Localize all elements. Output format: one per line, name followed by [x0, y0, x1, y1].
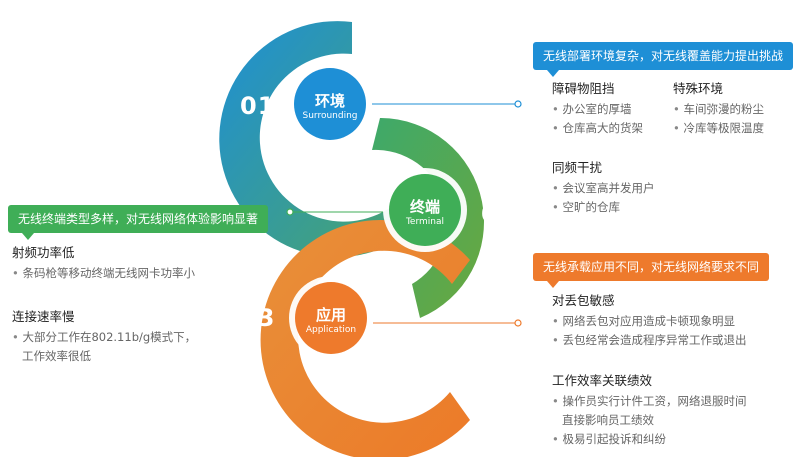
circle-title-en: Surrounding — [302, 111, 358, 121]
group-title: 工作效率关联绩效 — [552, 373, 653, 388]
list-item: 直接影响员工绩效 — [562, 413, 654, 427]
ring-01 — [219, 21, 410, 258]
list-item: 车间弥漫的粉尘 — [673, 100, 764, 119]
group-title: 障碍物阻挡 — [552, 81, 615, 96]
group-special-env: 特殊环境 车间弥漫的粉尘 冷库等极限温度 — [673, 78, 764, 138]
circle-03 — [295, 282, 367, 354]
group-low-rf-power: 射频功率低 条码枪等移动终端无线网卡功率小 — [12, 242, 195, 283]
list-item: 丢包经常会造成程序异常工作或退出 — [552, 331, 746, 350]
group-slow-link: 连接速率慢 大部分工作在802.11b/g模式下， 工作效率很低 — [12, 306, 196, 366]
circle-01 — [294, 68, 366, 140]
group-obstacles: 障碍物阻挡 办公室的厚墙 仓库高大的货架 — [552, 78, 643, 138]
list-item: 仓库高大的货架 — [552, 119, 643, 138]
group-title: 连接速率慢 — [12, 309, 75, 324]
list-item: 办公室的厚墙 — [552, 100, 643, 119]
list-item: 空旷的仓库 — [552, 198, 654, 217]
circle-label-03: 应用 Application — [286, 306, 376, 336]
callout-02: 无线终端类型多样，对无线网络体验影响显著 — [8, 205, 269, 240]
list-item: 冷库等极限温度 — [673, 119, 764, 138]
callout-01: 无线部署环境复杂，对无线覆盖能力提出挑战 — [533, 42, 794, 77]
circle-title-zh: 终端 — [409, 198, 440, 216]
callout-03: 无线承载应用不同，对无线网络要求不同 — [533, 253, 770, 288]
list-item: 极易引起投诉和纠纷 — [552, 430, 746, 449]
section-number-03: 03 — [240, 304, 276, 332]
ring-03 — [260, 220, 470, 457]
circle-title-en: Application — [305, 325, 357, 335]
list-item: 大部分工作在802.11b/g模式下， — [12, 328, 196, 347]
list-item: 条码枪等移动终端无线网卡功率小 — [12, 264, 195, 283]
group-title: 同频干扰 — [552, 160, 603, 175]
circle-title-en: Terminal — [405, 217, 445, 227]
list-item: 工作效率很低 — [22, 349, 91, 363]
circle-label-01: 环境 Surrounding — [285, 92, 375, 122]
circle-label-02: 终端 Terminal — [380, 198, 470, 228]
list-item: 会议室高并发用户 — [552, 179, 654, 198]
group-co-channel: 同频干扰 会议室高并发用户 空旷的仓库 — [552, 157, 654, 217]
group-efficiency-kpi: 工作效率关联绩效 操作员实行计件工资，网络退服时间 直接影响员工绩效 极易引起投… — [552, 370, 746, 449]
circle-02 — [389, 174, 461, 246]
group-title: 对丢包敏感 — [552, 293, 615, 308]
group-title: 特殊环境 — [673, 81, 724, 96]
section-number-02: 02 — [481, 200, 517, 228]
group-loss-sensitive: 对丢包敏感 网络丢包对应用造成卡顿现象明显 丢包经常会造成程序异常工作或退出 — [552, 290, 746, 350]
group-title: 射频功率低 — [12, 245, 75, 260]
list-item: 网络丢包对应用造成卡顿现象明显 — [552, 312, 746, 331]
circle-title-zh: 环境 — [314, 92, 345, 110]
circle-title-zh: 应用 — [315, 306, 346, 324]
section-number-01: 01 — [240, 92, 276, 120]
list-item: 操作员实行计件工资，网络退服时间 — [552, 392, 746, 411]
